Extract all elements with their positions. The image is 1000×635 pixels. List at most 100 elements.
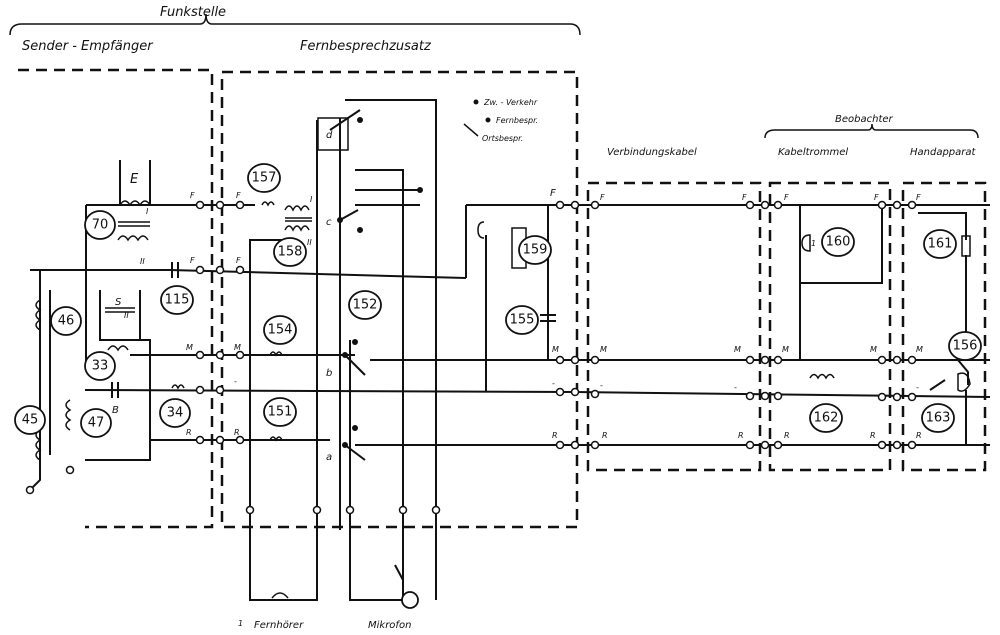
line-letter: R xyxy=(738,431,744,440)
line-letter: R xyxy=(234,428,240,437)
terminal-point xyxy=(745,355,755,365)
line-letter: F xyxy=(916,193,921,202)
component-number: 151 xyxy=(268,405,293,420)
line-letter: - xyxy=(916,383,919,392)
terminal-point xyxy=(892,355,902,365)
terminal-point xyxy=(235,435,245,445)
component-152: 152 xyxy=(348,290,382,320)
line-letter: F xyxy=(550,188,556,199)
component-number: 157 xyxy=(252,171,277,186)
part-i-label: I xyxy=(146,207,149,216)
component-number: 156 xyxy=(953,339,978,354)
terminal-point xyxy=(745,391,755,401)
component-number: 34 xyxy=(167,406,184,421)
component-70: 70 xyxy=(84,210,116,240)
fernbesprechzusatz-label: Fernbesprechzusatz xyxy=(300,39,432,54)
component-162: 162 xyxy=(809,403,843,433)
line-letter: F xyxy=(600,193,605,202)
component-115: 115 xyxy=(160,285,194,315)
main-lines xyxy=(29,99,991,601)
terminal-point xyxy=(235,265,245,275)
terminal-point xyxy=(907,440,917,450)
terminal-point xyxy=(570,440,580,450)
terminal-point xyxy=(398,505,408,515)
terminal-point xyxy=(907,355,917,365)
component-number: 47 xyxy=(88,416,105,431)
component-159: 159 xyxy=(518,235,552,265)
terminal-point xyxy=(745,200,755,210)
line-letter: R xyxy=(870,431,876,440)
terminal-point xyxy=(215,385,225,395)
beobachter-label: Beobachter xyxy=(835,114,894,125)
component-number: 163 xyxy=(926,411,951,426)
component-160: 160 xyxy=(821,227,855,257)
switch-c-label: c xyxy=(326,217,332,228)
terminal-point xyxy=(892,200,902,210)
part-e-label: E xyxy=(130,172,139,187)
component-number: 45 xyxy=(22,413,39,428)
kabeltrommel-label: Kabeltrommel xyxy=(778,147,848,158)
line-letters: F F F F F F F F F F M M M M M M M M - - … xyxy=(186,188,923,440)
fernhoerer-label: Fernhörer xyxy=(254,620,304,631)
terminal-point xyxy=(245,505,255,515)
line-letter: M xyxy=(870,345,877,354)
line-letter: F xyxy=(236,256,241,265)
component-45: 45 xyxy=(14,405,46,435)
terminal-point xyxy=(352,339,358,345)
terminal-point xyxy=(555,355,565,365)
component-number: 33 xyxy=(92,359,109,374)
component-151: 151 xyxy=(263,397,297,427)
component-number: 154 xyxy=(268,323,293,338)
line-letter: R xyxy=(602,431,608,440)
terminal-point xyxy=(417,187,423,193)
terminal-point xyxy=(555,440,565,450)
switch-b-label: b xyxy=(326,368,332,379)
terminal-point xyxy=(773,355,783,365)
terminal-point xyxy=(215,200,225,210)
line-letter: R xyxy=(186,428,192,437)
line-letter: R xyxy=(916,431,922,440)
funkstelle-label: Funkstelle xyxy=(160,5,226,20)
handapparat-label: Handapparat xyxy=(910,147,977,158)
component-155: 155 xyxy=(505,305,539,335)
terminal-point xyxy=(877,355,887,365)
kabeltrommel-box xyxy=(768,181,892,472)
line-letter: M xyxy=(600,345,607,354)
terminal-point xyxy=(773,200,783,210)
terminal-point xyxy=(570,200,580,210)
terminal-point xyxy=(892,392,902,402)
line-letter: M xyxy=(782,345,789,354)
component-number: 115 xyxy=(165,293,190,308)
terminal-point xyxy=(590,440,600,450)
terminal-point xyxy=(342,442,348,448)
terminal-point xyxy=(345,505,355,515)
earpiece-index: 1 xyxy=(811,239,816,248)
enclosures xyxy=(18,68,987,529)
component-number: 161 xyxy=(928,237,953,252)
terminal-point xyxy=(555,200,565,210)
terminal-point xyxy=(235,350,245,360)
terminal-point xyxy=(877,200,887,210)
component-number: 155 xyxy=(510,313,535,328)
switch-a-label: a xyxy=(326,452,332,463)
beobachter-bracket xyxy=(764,123,979,139)
part-b-label: B xyxy=(112,405,119,416)
component-number: 160 xyxy=(826,235,851,250)
terminal-point xyxy=(25,485,35,495)
terminal-point xyxy=(877,392,887,402)
terminal-point xyxy=(570,387,580,397)
mikrofon-label: Mikrofon xyxy=(368,620,411,631)
sender-empfaenger-box xyxy=(18,68,214,529)
terminal-point xyxy=(570,355,580,365)
line-letter: M xyxy=(916,345,923,354)
terminal-point xyxy=(352,425,358,431)
terminal-point xyxy=(215,435,225,445)
line-letter: M xyxy=(234,343,241,352)
part-ii-label-1: II xyxy=(140,257,145,266)
line-letter: - xyxy=(600,381,603,390)
terminal-point xyxy=(745,440,755,450)
terminal-point xyxy=(215,265,225,275)
line-letter: - xyxy=(734,383,737,392)
switch-d-label: d xyxy=(326,130,333,141)
